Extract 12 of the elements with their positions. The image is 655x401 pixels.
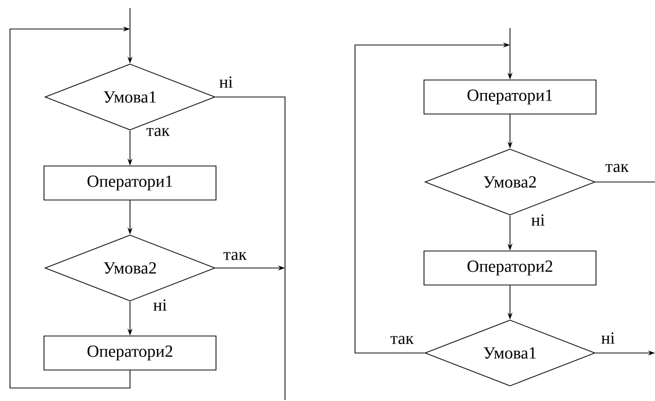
arrow [10,26,130,388]
edge-label: ні [218,75,234,89]
edge-label: так [389,334,415,346]
edge-label: так [222,250,248,262]
connector-line [215,96,286,400]
process-box: Оператори2 [424,250,596,286]
edge-label: ні [530,213,546,227]
process-box: Оператори1 [424,80,596,114]
process-box: Оператори1 [44,166,216,200]
process-box: Оператори2 [44,336,216,370]
edge-label: так [604,162,630,174]
edge-label: ні [600,331,616,345]
